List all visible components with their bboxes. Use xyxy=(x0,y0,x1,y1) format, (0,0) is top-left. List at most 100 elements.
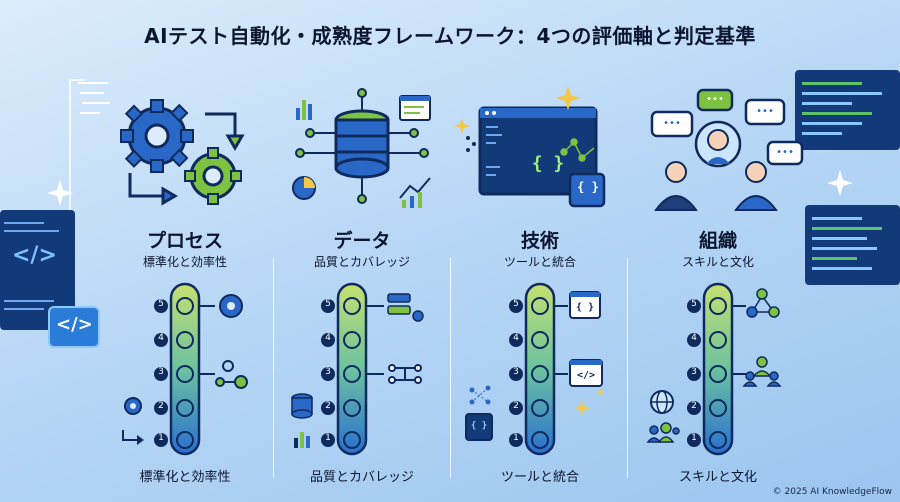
column-subtitle: ツールと統合 xyxy=(503,255,576,269)
level-markers xyxy=(343,297,384,449)
level-label-5: 5 xyxy=(158,299,164,309)
column-subtitle: スキルと文化 xyxy=(681,255,754,269)
workflow-gear-icon xyxy=(215,360,248,389)
column-bottom-label: 品質とカバレッジ xyxy=(309,470,414,485)
level-label-1: 1 xyxy=(325,433,331,443)
level-label-5: 5 xyxy=(513,299,519,309)
code-icon-large: </> xyxy=(12,243,57,268)
chat-dots-1: ••• xyxy=(706,94,724,105)
person-man-icon xyxy=(654,161,698,211)
chat-dots-2: ••• xyxy=(663,118,681,129)
column-title: プロセス xyxy=(146,230,223,252)
level-label-4: 4 xyxy=(691,333,697,343)
level-label-5: 5 xyxy=(691,299,697,309)
level-label-3: 3 xyxy=(691,367,697,377)
braces-icon: { } xyxy=(531,153,565,174)
column-bottom-label: 標準化と効率性 xyxy=(139,470,231,485)
people-group-icon xyxy=(646,422,680,443)
database-network-icon xyxy=(292,88,431,208)
person-woman-2-icon xyxy=(734,161,778,211)
level-label-2: 2 xyxy=(691,401,697,411)
code-chip-icon xyxy=(465,413,493,441)
column-title: 組織 xyxy=(698,230,737,252)
team-people-icon xyxy=(650,88,804,211)
window-list-icon xyxy=(399,95,431,121)
globe-icon xyxy=(650,390,674,414)
database-icon xyxy=(334,109,390,179)
level-label-2: 2 xyxy=(513,401,519,411)
code-panel-top xyxy=(795,70,900,150)
level-badges xyxy=(321,299,335,447)
person-woman-icon xyxy=(694,120,742,168)
maturity-scale xyxy=(646,282,782,456)
level-markers xyxy=(531,297,568,449)
level-label-1: 1 xyxy=(691,433,697,443)
bar-chart-small-icon xyxy=(294,432,310,448)
page-title: AIテスト自動化・成熟度フレームワーク：4つの評価軸と判定基準 xyxy=(144,24,756,48)
code-panel-bottom xyxy=(805,205,900,285)
column-data: データ 品質とカバレッジ xyxy=(272,78,452,488)
small-gear-icon xyxy=(124,397,142,415)
column-org: ••• ••• ••• ••• 組織 スキルと文化 xyxy=(628,78,808,488)
level-markers xyxy=(709,297,746,449)
level-badges xyxy=(509,299,523,447)
node-graph-icon xyxy=(560,138,595,162)
level-label-3: 3 xyxy=(513,367,519,377)
column-bottom-label: ツールと統合 xyxy=(500,470,579,485)
level-label-4: 4 xyxy=(158,333,164,343)
server-network-icon xyxy=(387,293,424,322)
level-badges xyxy=(154,299,168,447)
braces-window-icon xyxy=(569,291,601,319)
sparkle-icon xyxy=(827,170,853,196)
maturity-scale xyxy=(291,282,424,456)
maturity-scale xyxy=(122,282,248,456)
sparkle-icon xyxy=(454,86,580,134)
braces-badge-icon: { } xyxy=(577,180,599,194)
connector-dots xyxy=(466,136,476,152)
right-code-panels xyxy=(795,70,900,285)
sparkle-icon xyxy=(47,180,73,206)
divider-1 xyxy=(273,258,274,478)
bar-chart-icon xyxy=(296,100,312,120)
code-window-small-icon xyxy=(569,359,603,387)
scale-bar xyxy=(169,282,201,456)
team-network-icon xyxy=(746,288,780,318)
scale-bar xyxy=(702,282,734,456)
code-chip-label: { } xyxy=(470,421,488,431)
maturity-scale xyxy=(465,282,604,456)
sparkle-icon xyxy=(574,388,604,416)
column-subtitle: 標準化と効率性 xyxy=(142,255,227,269)
braces-badge xyxy=(568,172,606,208)
column-subtitle: 品質とカバレッジ xyxy=(313,255,410,269)
column-title: データ xyxy=(333,230,391,252)
code-window-label: </> xyxy=(576,370,596,381)
network-dots-icon xyxy=(469,385,491,405)
chat-dots-4: ••• xyxy=(776,147,794,158)
code-lines-top xyxy=(78,82,110,114)
database-small-icon xyxy=(291,393,313,419)
gear-icon xyxy=(219,294,243,318)
copyright-footer: © 2025 AI KnowledgeFlow xyxy=(772,487,892,497)
column-tech: { } { } 技術 ツールと統合 xyxy=(450,78,630,488)
level-label-4: 4 xyxy=(325,333,331,343)
chat-bubble-icon xyxy=(650,88,804,166)
code-window-icon xyxy=(454,86,606,208)
gear-large-icon xyxy=(120,99,194,173)
level-label-3: 3 xyxy=(158,367,164,377)
process-gears-icon xyxy=(120,99,245,206)
cycle-arrow-icon xyxy=(128,112,245,206)
level-label-2: 2 xyxy=(158,401,164,411)
code-panel-large xyxy=(0,210,75,330)
scale-bar xyxy=(524,282,556,456)
trend-chart-icon xyxy=(399,177,431,208)
pie-chart-icon xyxy=(292,176,316,200)
column-process: プロセス 標準化と効率性 xyxy=(95,78,275,488)
level-markers xyxy=(176,297,215,449)
level-label-3: 3 xyxy=(325,367,331,377)
level-label-1: 1 xyxy=(513,433,519,443)
left-code-panels xyxy=(0,79,110,330)
code-badge xyxy=(48,306,100,348)
level-label-1: 1 xyxy=(158,433,164,443)
code-editor-window xyxy=(478,106,598,196)
level-label-4: 4 xyxy=(513,333,519,343)
